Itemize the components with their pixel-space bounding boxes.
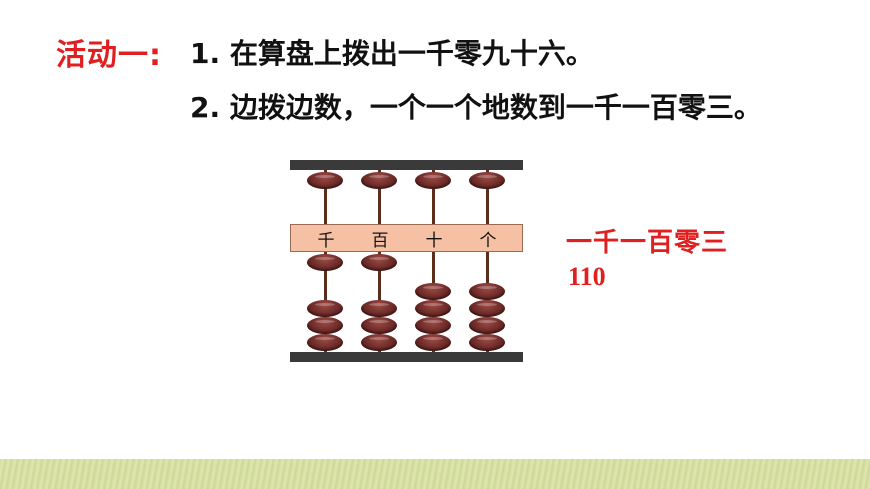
upper-bead-tens[interactable]: [415, 172, 451, 189]
count-number: 110: [568, 262, 606, 291]
activity-label: 活动一:: [56, 38, 162, 73]
lower-bead-thousands-2[interactable]: [307, 300, 343, 317]
count-words: 一千一百零三: [566, 228, 729, 258]
lower-bead-tens-3[interactable]: [415, 317, 451, 334]
instruction-1: 1. 在算盘上拨出一千零九十六。: [190, 37, 594, 70]
place-label-ones: 个: [479, 231, 497, 251]
place-label-tens: 十: [425, 231, 443, 251]
lower-bead-hundreds-4[interactable]: [361, 334, 397, 351]
grass-strip: [0, 459, 870, 489]
lower-bead-tens-2[interactable]: [415, 300, 451, 317]
lower-bead-thousands-3[interactable]: [307, 317, 343, 334]
upper-bead-ones[interactable]: [469, 172, 505, 189]
lower-bead-ones-1[interactable]: [469, 283, 505, 300]
abacus-bottom-frame: [290, 352, 523, 362]
lower-bead-ones-4[interactable]: [469, 334, 505, 351]
upper-bead-hundreds[interactable]: [361, 172, 397, 189]
instruction-2: 2. 边拨边数，一个一个地数到一千一百零三。: [190, 91, 762, 124]
place-label-hundreds: 百: [371, 231, 389, 251]
lower-bead-hundreds-2[interactable]: [361, 300, 397, 317]
lower-bead-hundreds-1[interactable]: [361, 254, 397, 271]
abacus-top-frame: [290, 160, 523, 170]
lower-bead-thousands-4[interactable]: [307, 334, 343, 351]
lower-bead-ones-2[interactable]: [469, 300, 505, 317]
upper-bead-thousands[interactable]: [307, 172, 343, 189]
abacus-beam: [290, 224, 523, 252]
rod-tens: [432, 170, 435, 352]
lower-bead-ones-3[interactable]: [469, 317, 505, 334]
lower-bead-thousands-1[interactable]: [307, 254, 343, 271]
lower-bead-tens-4[interactable]: [415, 334, 451, 351]
rod-ones: [486, 170, 489, 352]
place-label-thousands: 千: [317, 231, 335, 251]
lower-bead-tens-1[interactable]: [415, 283, 451, 300]
lower-bead-hundreds-3[interactable]: [361, 317, 397, 334]
